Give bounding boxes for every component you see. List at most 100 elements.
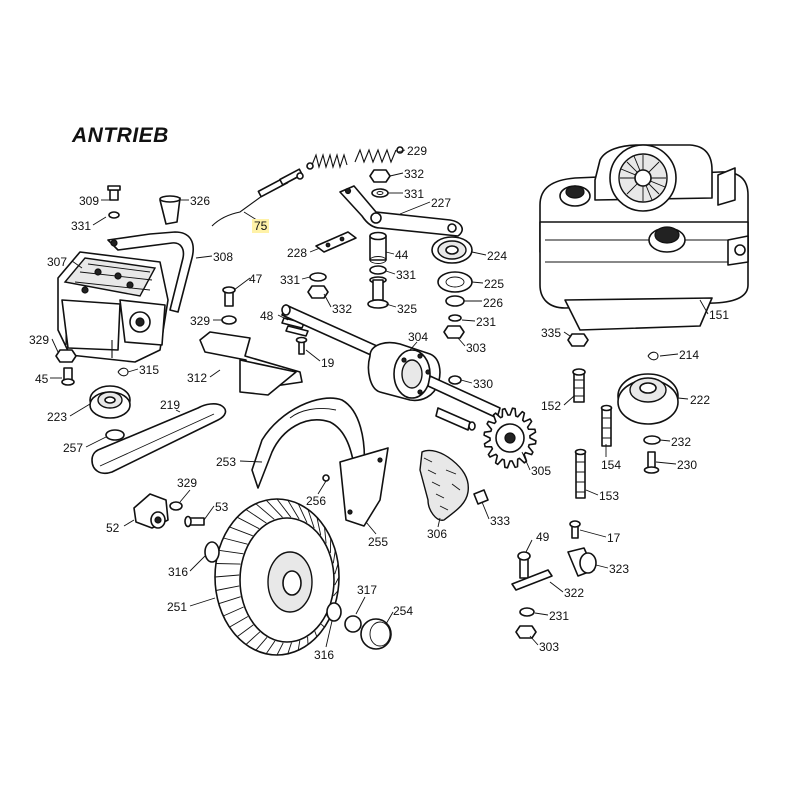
washer-231-a [448,314,462,322]
label-306: 306 [427,527,448,541]
label-231-b: 231 [549,609,570,623]
label-19: 19 [321,356,335,370]
lever-227 [339,185,463,237]
stud-154 [600,404,613,447]
washer-330 [448,375,462,385]
label-256: 256 [306,494,327,508]
label-257: 257 [63,441,84,455]
label-48: 48 [260,309,274,323]
washer-232 [643,435,661,445]
washer-316-b [326,602,342,622]
label-332-a: 332 [404,167,425,181]
bracket-312-flap [239,359,297,396]
label-223: 223 [47,410,68,424]
hardware-332-331-top [369,169,391,198]
hubcap-254 [360,618,392,650]
washer-329-c [169,501,183,511]
label-255: 255 [368,535,389,549]
label-75: 75 [252,219,270,233]
label-305: 305 [531,464,552,478]
label-335: 335 [541,326,562,340]
label-49: 49 [536,530,550,544]
bolt-230 [643,451,660,474]
pin-325 [367,276,389,309]
bushing-323 [567,547,597,577]
label-224: 224 [487,249,508,263]
label-317: 317 [357,583,378,597]
label-333: 333 [490,514,511,528]
sprocket-305 [483,407,537,469]
label-227: 227 [431,196,452,210]
label-312: 312 [187,371,208,385]
label-152: 152 [541,399,562,413]
bearing-225 [437,271,473,293]
label-228: 228 [287,246,308,260]
belt-219 [91,403,227,475]
ring-317 [344,615,362,633]
label-153: 153 [599,489,620,503]
label-229: 229 [407,144,428,158]
diagram-title: ANTRIEB [72,124,169,147]
label-47: 47 [249,272,263,286]
label-151: 151 [709,308,730,322]
label-232: 232 [671,435,692,449]
plate-228 [315,231,357,253]
bolt-49 [517,551,531,579]
label-325: 325 [397,302,418,316]
label-329-b: 329 [29,333,50,347]
stud-153 [574,448,587,499]
label-303-b: 303 [539,640,560,654]
label-332-b: 332 [332,302,353,316]
label-214: 214 [679,348,700,362]
label-304: 304 [408,330,429,344]
bracket-52 [133,493,169,529]
label-222: 222 [690,393,711,407]
ring-257 [105,429,125,441]
washer-329-a [221,315,237,325]
label-331-b: 331 [404,187,425,201]
stud-152 [572,368,586,403]
ring-226 [445,295,465,307]
label-230: 230 [677,458,698,472]
bushing-44 [369,231,387,264]
screw-17 [569,520,581,539]
label-303-a: 303 [466,341,487,355]
label-331-c: 331 [280,273,301,287]
nut-303-b [515,625,537,639]
label-154: 154 [601,458,622,472]
shift-handle-308 [107,185,194,313]
label-330: 330 [473,377,494,391]
clip-333 [473,489,489,505]
label-53: 53 [215,500,229,514]
nut-335 [567,333,589,347]
pulley-223 [89,385,131,419]
nut-332-b [307,285,329,299]
engine-151 [539,144,749,331]
nut-303-a [443,325,465,339]
label-331-d: 331 [396,268,417,282]
washer-231-b [519,607,535,617]
label-254: 254 [393,604,414,618]
label-17: 17 [607,531,621,545]
pulley-222 [617,373,679,425]
label-251: 251 [167,600,188,614]
wheel-251 [214,498,340,656]
plate-322 [511,569,553,591]
gearbox-307 [57,251,169,363]
label-331-a: 331 [71,219,92,233]
clip-315 [117,367,129,377]
label-225: 225 [484,277,505,291]
clip-214 [647,351,659,361]
label-329-c: 329 [177,476,198,490]
label-45: 45 [35,372,49,386]
bolt-47 [222,286,236,307]
label-316-a: 316 [168,565,189,579]
washer-331-d [369,265,387,275]
spring-229 [306,146,404,170]
label-307: 307 [47,255,68,269]
label-323: 323 [609,562,630,576]
washer-316-a [204,541,220,563]
chain-306 [419,449,469,521]
nut-329-b [55,349,77,363]
